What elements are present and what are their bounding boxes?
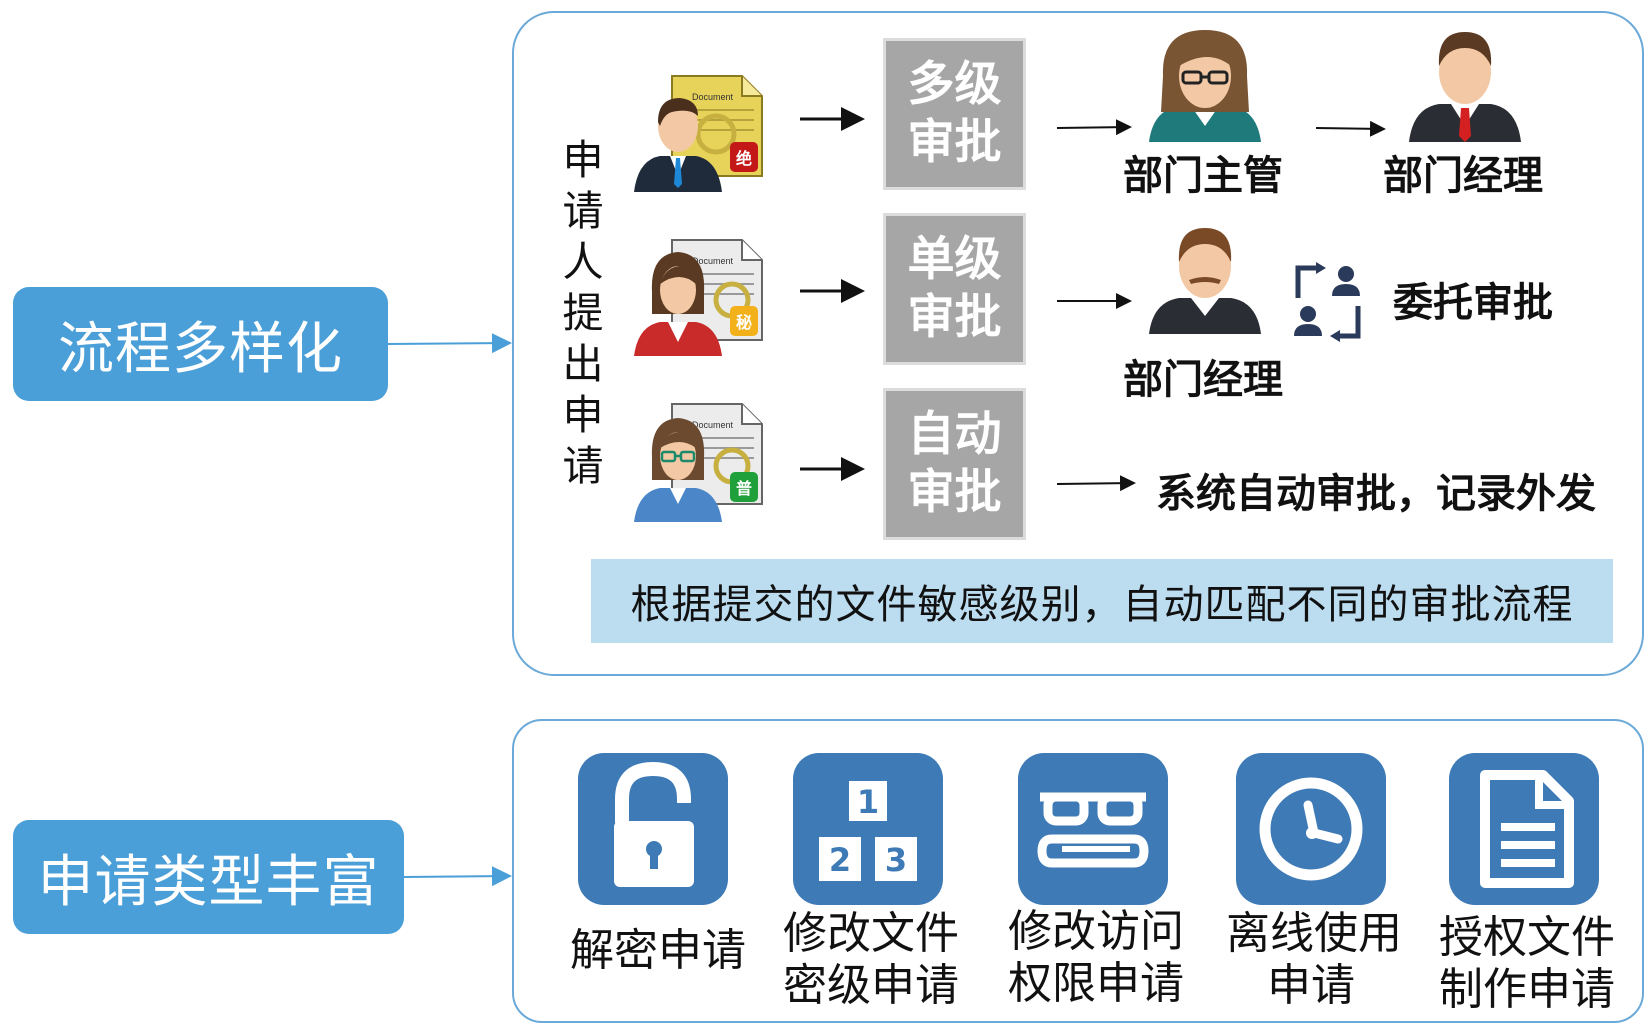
delegate-label: 委托审批 [1393,280,1553,326]
arrow-supervisor-to-manager [1315,120,1386,137]
badge-bot [730,472,758,502]
badge-top-text: 绝 [736,149,752,168]
department-supervisor-icon [1149,30,1261,142]
applicant-secret-icon: Document 秘 [634,239,763,356]
tile-label-line: 制作申请 [1439,964,1615,1015]
document-icon [1480,770,1574,888]
diverse-process-label: 流程多样化 [13,287,388,401]
pill-to-flow-arrow [387,333,512,354]
box-line: 多级 [907,57,1002,112]
levels-icon: 1 2 3 [819,781,917,881]
doc-word: Document [692,256,734,266]
single-level-approval-box: 单级 审批 [883,213,1026,365]
tile-label-line: 解密申请 [570,925,746,976]
vchar: 提 [562,289,604,337]
svg-text:2: 2 [829,841,851,879]
applicant-submits-label: 申 请 人 提 出 申 请 [553,135,613,492]
arrow-multi-to-supervisor [1056,119,1132,136]
modify-level-label: 修改文件 密级申请 [783,908,959,1012]
manager-label-mid: 部门经理 [1123,357,1283,403]
badge-mid [730,306,758,336]
supervisor-label: 部门主管 [1123,153,1283,199]
pill-to-types-arrow [403,866,512,887]
authorized-doc-label: 授权文件 制作申请 [1439,912,1615,1016]
tile-label-line: 修改访问 [1008,906,1184,957]
department-manager-icon-mid [1149,228,1261,334]
decrypt-request-label: 解密申请 [570,925,746,977]
vchar: 请 [562,442,604,490]
modify-access-tile [1018,753,1168,905]
vchar: 人 [562,238,604,286]
manager-label-top: 部门经理 [1383,153,1543,199]
unlock-icon [614,761,694,887]
sensitivity-match-note: 根据提交的文件敏感级别，自动匹配不同的审批流程 [591,559,1613,643]
vchar: 申 [562,136,604,184]
svg-text:3: 3 [885,841,907,879]
modify-level-tile: 1 2 3 [793,753,943,905]
tile-label-line: 密级申请 [783,960,959,1011]
modify-access-label: 修改访问 权限申请 [1008,906,1184,1010]
multi-level-approval-box: 多级 审批 [883,38,1026,190]
applicant-normal-icon: Document 普 [634,403,763,522]
box-line: 审批 [907,290,1002,345]
box-line: 审批 [907,465,1002,520]
badge-top [730,142,758,172]
delegate-icon [1294,262,1361,342]
doc-word: Document [692,92,734,102]
authorized-doc-tile [1449,753,1599,905]
tile-label-line: 修改文件 [783,908,959,959]
decrypt-request-tile [578,753,728,905]
box-line: 自动 [907,407,1002,462]
badge-mid-text: 秘 [736,313,752,332]
vchar: 申 [562,391,604,439]
arrow-auto-to-system [1056,475,1136,492]
tile-label-line: 权限申请 [1008,958,1184,1009]
auto-approval-box: 自动 审批 [883,388,1026,540]
badge-bot-text: 普 [736,479,752,498]
vchar: 出 [562,340,604,388]
offline-use-tile [1236,753,1386,905]
tile-label-line: 授权文件 [1439,912,1615,963]
tile-label-line: 申请 [1267,960,1355,1011]
box-line: 单级 [907,232,1002,287]
rich-types-label: 申请类型丰富 [13,820,404,934]
applicant-top-secret-icon: Document 绝 [634,75,763,192]
svg-text:1: 1 [857,783,879,821]
offline-use-label: 离线使用 申请 [1226,908,1402,1012]
vchar: 请 [562,187,604,235]
department-manager-icon-top [1409,32,1521,142]
doc-word: Document [692,420,734,430]
box-line: 审批 [907,115,1002,170]
glasses-book-icon [1037,792,1149,868]
tile-label-line: 离线使用 [1226,908,1402,959]
clock-icon [1259,777,1363,881]
auto-result-label: 系统自动审批，记录外发 [1156,471,1596,517]
